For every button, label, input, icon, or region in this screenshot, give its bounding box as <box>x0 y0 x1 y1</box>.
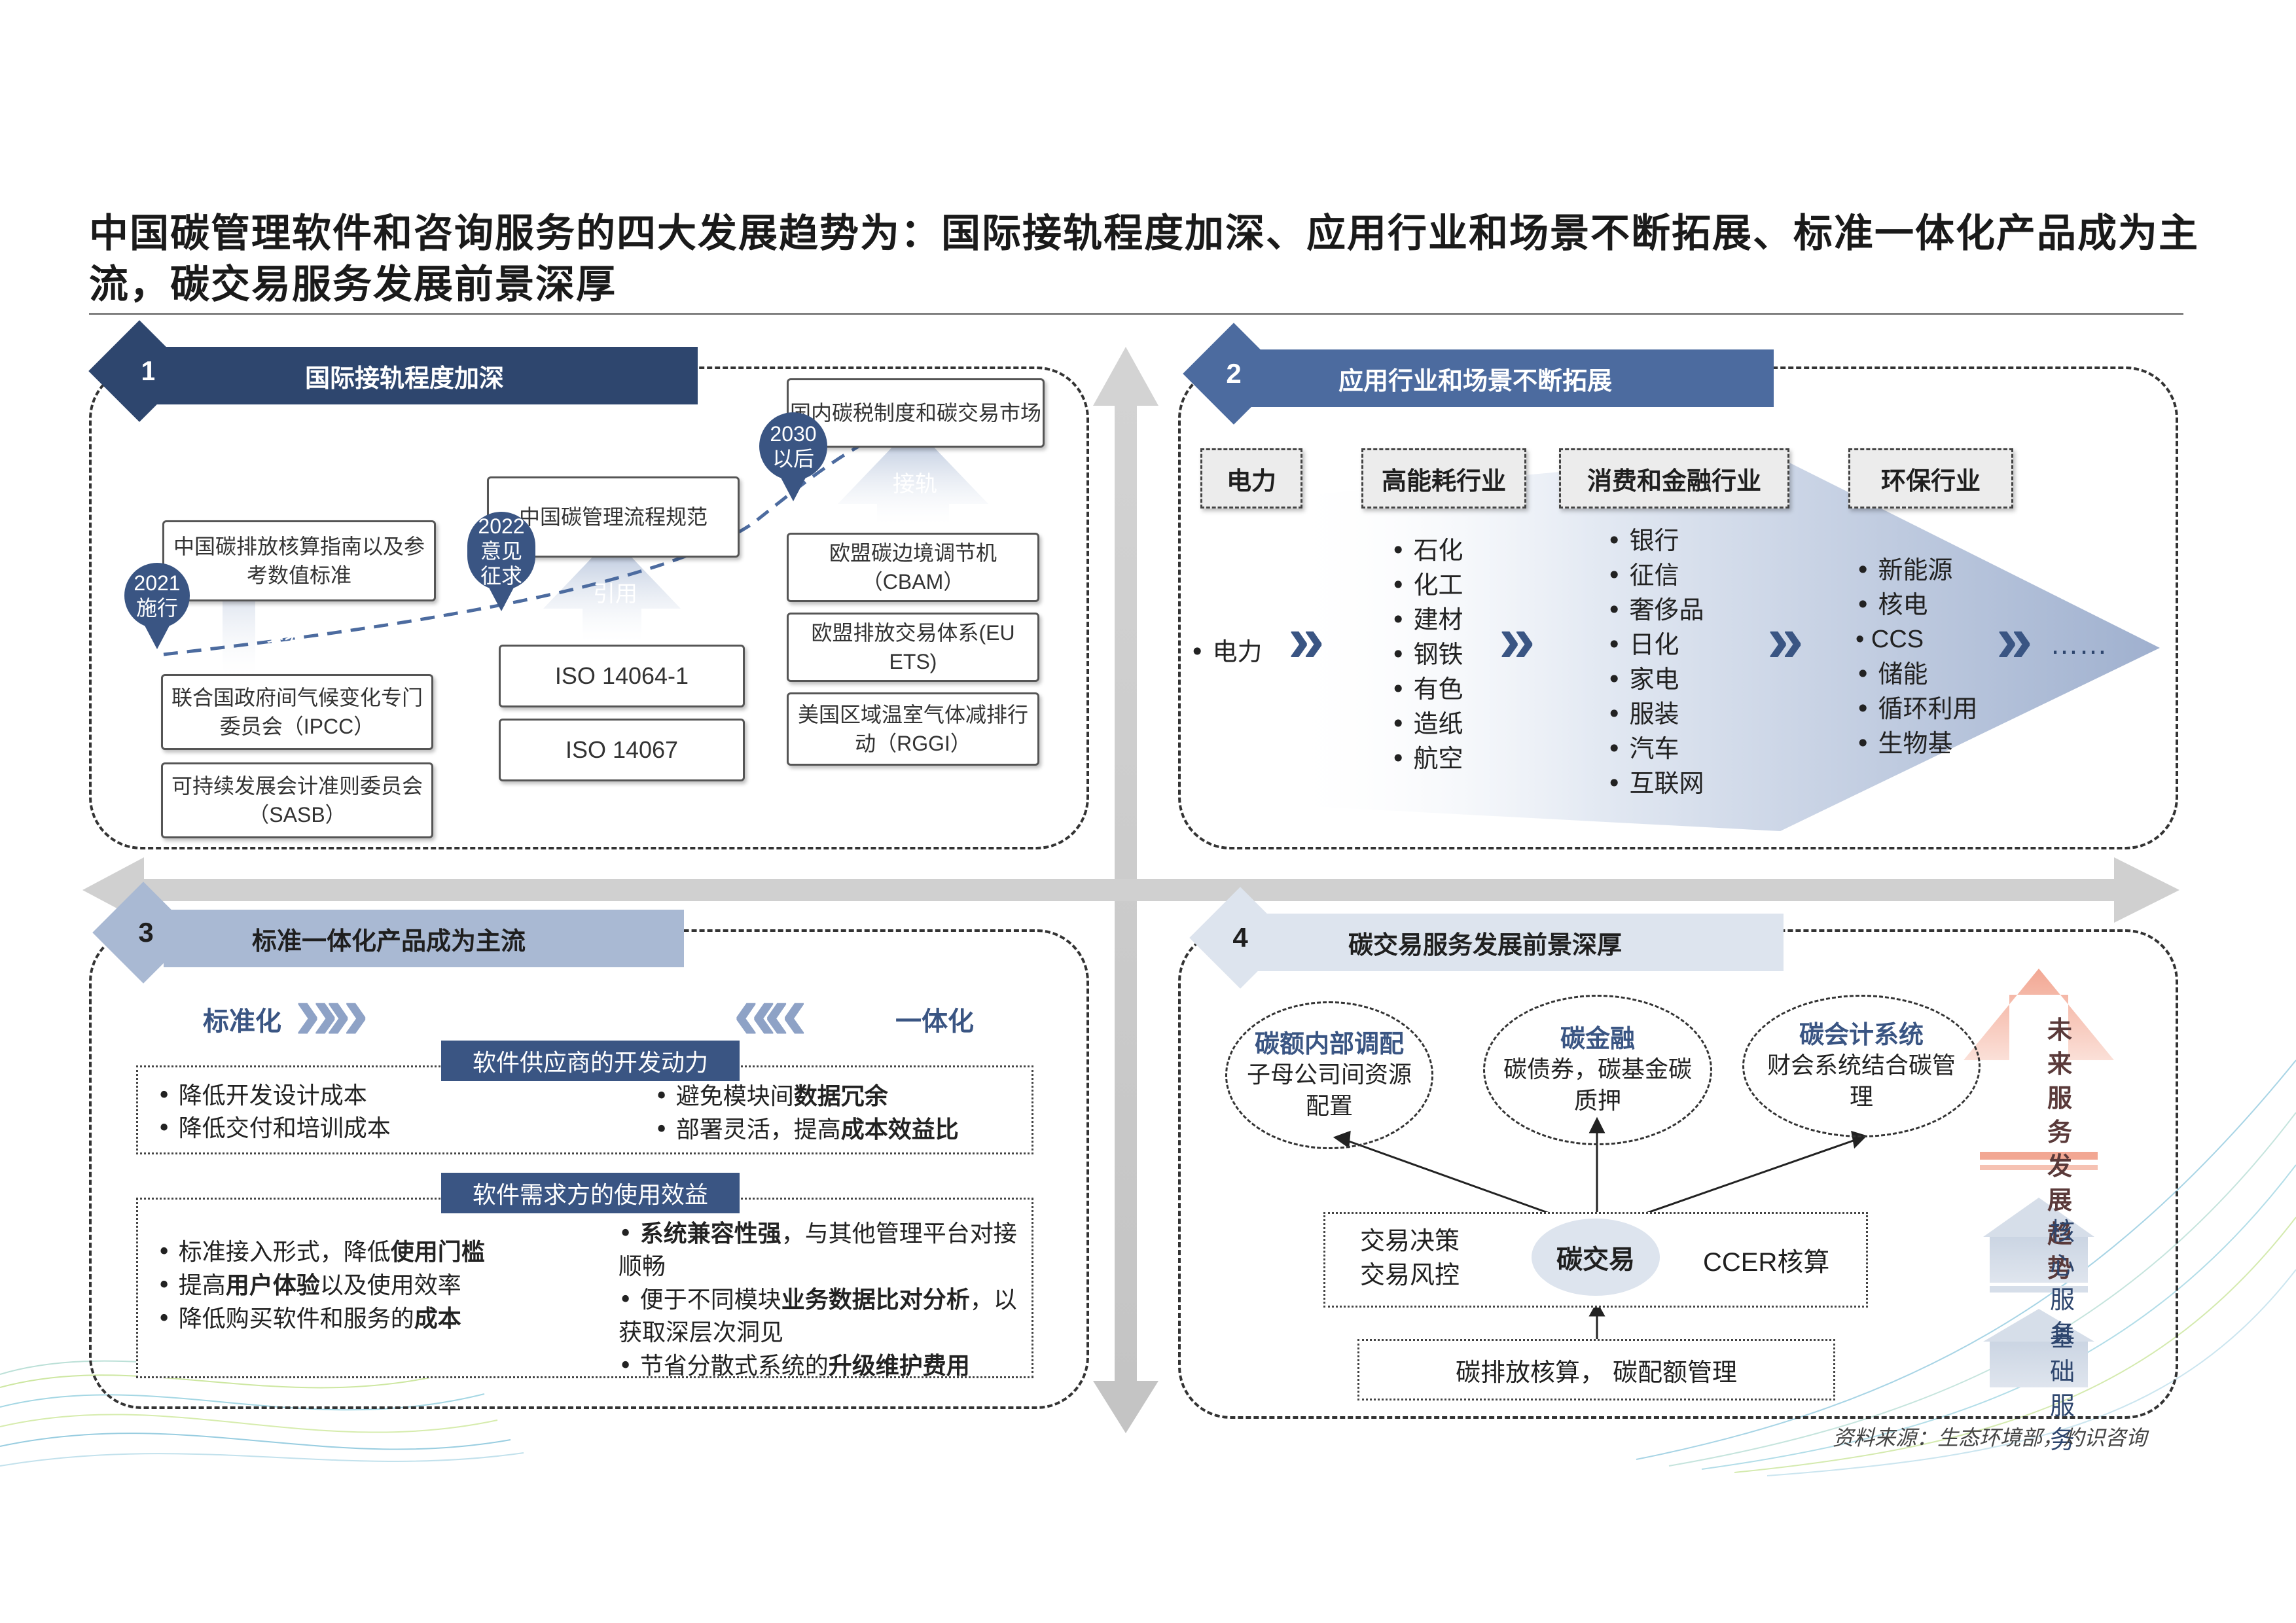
q1-title-bar: 国际接轨程度加深 <box>154 347 698 404</box>
q1-number: 1 <box>141 355 156 386</box>
q1-label-reference: 参考 <box>262 625 306 650</box>
q1-label-align: 接轨 <box>893 472 937 497</box>
q1-box-cbam: 欧盟碳边境调节机（CBAM） <box>787 533 1039 602</box>
q3-supply-title: 软件供应商的开发动力 <box>441 1041 740 1081</box>
q1-box-sasb: 可持续发展会计准则委员会（SASB） <box>161 762 433 838</box>
q2-tag-energy: 高能耗行业 <box>1361 448 1526 508</box>
q3-supply-right-list: 避免模块间数据冗余 部署灵活，提高成本效益比 <box>655 1080 959 1147</box>
q4-ccer: CCER核算 <box>1703 1248 1830 1277</box>
q1-box-iso14067: ISO 14067 <box>499 719 745 781</box>
q4-trading-left: 交易决策交易风控 <box>1360 1226 1460 1289</box>
q4-side-arrows <box>1964 969 2114 1387</box>
q2-tag-env: 环保行业 <box>1848 448 2013 508</box>
q1-box-rggi: 美国区域温室气体减排行动（RGGI） <box>787 692 1039 766</box>
q1-box-ipcc: 联合国政府间气候变化专门委员会（IPCC） <box>161 674 433 750</box>
q2-list-energy: 石化化工建材 钢铁有色造纸 航空 <box>1391 533 1463 776</box>
q4-title-bar: 碳交易服务发展前景深厚 <box>1257 914 1784 971</box>
q2-ellipsis: …… <box>2050 628 2108 660</box>
q2-tag-power: 电力 <box>1200 448 1302 508</box>
q4-base-box: 碳排放核算， 碳配额管理 <box>1357 1339 1835 1400</box>
q3-label-integration: 一体化 <box>895 1006 974 1037</box>
q3-chevron-right-icon: »» <box>295 969 369 1056</box>
q3-demand-title: 软件需求方的使用效益 <box>441 1173 740 1213</box>
q1-box-iso14064: ISO 14064-1 <box>499 645 745 707</box>
q1-box-china-tax: 国内碳税制度和碳交易市场 <box>787 378 1045 448</box>
q4-oval-finance: 碳金融 碳债券，碳基金碳质押 <box>1483 995 1712 1145</box>
q2-chevron-2-icon: » <box>1499 603 1535 676</box>
q2-chevron-4-icon: » <box>1996 603 2033 676</box>
q4-side-future: 未来服务发展趋势 <box>2047 1015 2072 1283</box>
q2-number: 2 <box>1226 358 1242 389</box>
q2-list-consumer: 银行征信奢侈品 日化家电服装 汽车互联网 <box>1607 524 1704 801</box>
q1-box-china-guide: 中国碳排放核算指南以及参考数值标准 <box>162 520 436 601</box>
q4-number: 4 <box>1232 922 1248 953</box>
q3-chevron-left-icon: «« <box>733 969 808 1056</box>
q2-chevron-3-icon: » <box>1767 603 1804 676</box>
q2-chevron-1-icon: » <box>1288 603 1325 676</box>
title-divider <box>89 313 2183 315</box>
page-title: 中国碳管理软件和咨询服务的四大发展趋势为：国际接轨程度加深、应用行业和场景不断拓… <box>89 211 2199 308</box>
wave-decoration-left <box>0 1347 524 1467</box>
q2-list-power: 电力 <box>1190 635 1263 669</box>
source-note: 资料来源：生态环境部，灼识咨询 <box>1833 1425 2147 1450</box>
q2-list-env: 新能源核电CCS 储能循环利用生物基 <box>1856 553 1978 761</box>
q3-number: 3 <box>138 917 154 948</box>
q4-oval-accounting: 碳会计系统 财会系统结合碳管理 <box>1742 995 1981 1137</box>
q1-label-cite: 引用 <box>593 582 637 607</box>
q2-tag-consumer: 消费和金融行业 <box>1559 448 1789 508</box>
q1-arrow-cite <box>543 537 681 641</box>
q4-oval-internal: 碳额内部调配 子母公司间资源配置 <box>1225 1001 1433 1149</box>
q3-demand-left-list: 标准接入形式，降低使用门槛 提高用户体验以及使用效率 降低购买软件和服务的成本 <box>157 1236 485 1336</box>
q1-box-euets: 欧盟排放交易体系(EU ETS) <box>787 613 1039 682</box>
q1-arrow-align <box>838 425 988 524</box>
q3-title-bar: 标准一体化产品成为主流 <box>164 910 684 967</box>
quadrant-axes <box>82 347 2179 1433</box>
q4-side-base: 基础服务 <box>2049 1323 2075 1454</box>
q3-supply-left-list: 降低开发设计成本降低交付和培训成本 <box>157 1080 391 1145</box>
q2-title-bar: 应用行业和场景不断拓展 <box>1250 349 1774 407</box>
q4-carbon-trading-core: 碳交易 <box>1532 1219 1660 1296</box>
q3-label-standardization: 标准化 <box>203 1006 281 1037</box>
q4-side-core: 核心服务 <box>2049 1217 2075 1348</box>
q3-demand-right-list: 系统兼容性强，与其他管理平台对接顺畅 便于不同模块业务数据比对分析，以获取深层次… <box>619 1217 1028 1383</box>
